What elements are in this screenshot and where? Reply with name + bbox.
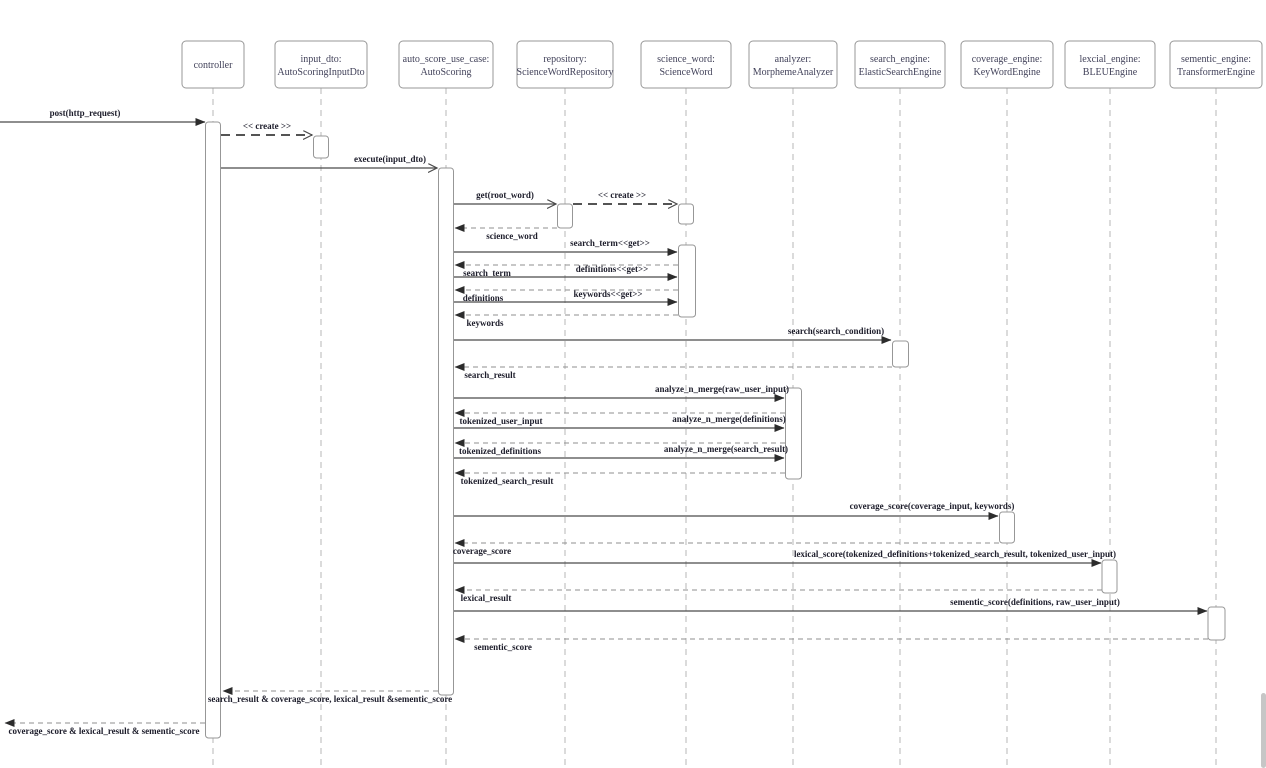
coverage-engine-activation (999, 511, 1015, 544)
participant-label-line: controller (194, 60, 234, 71)
msg-definitions-get-label: definitions<<get>> (576, 264, 649, 274)
participant-label-line: sementic_engine: (1181, 54, 1251, 65)
msg-execute-input-dto-label: execute(input_dto) (354, 154, 426, 164)
msg-return-lexical-result-label: lexical_result (461, 593, 512, 603)
participant-label-line: science_word: (657, 54, 715, 65)
sementic-engine-activation (1207, 606, 1226, 641)
participant-label-repository: repository: ScienceWordRepository (517, 54, 614, 78)
msg-post-http-request-label: post(http_request) (50, 108, 121, 118)
msg-return-all-scores-label: search_result & coverage_score, lexical_… (208, 694, 452, 704)
msg-create-science-word-label: << create >> (598, 190, 646, 200)
msg-create-input-dto-label: << create >> (243, 121, 291, 131)
participant-box-lexcial-engine (1064, 40, 1156, 89)
participant-box-coverage-engine (960, 40, 1054, 89)
messages-layer: post(http_request) << create >> execute(in… (0, 108, 1208, 736)
participant-label-line: AutoScoring (420, 67, 471, 78)
science-word-get-activation (678, 244, 696, 318)
participant-box-analyzer (748, 40, 838, 89)
msg-return-definitions-label: definitions (463, 293, 504, 303)
participant-label-sementic-engine: sementic_engine: TransformerEngine (1177, 54, 1256, 78)
participant-label-line: ElasticSearchEngine (859, 67, 942, 78)
msg-analyze-raw-user-input-label: analyze_n_merge(raw_user_input) (655, 384, 789, 394)
vertical-scrollbar-thumb[interactable] (1261, 693, 1266, 768)
science-word-create-activation (678, 203, 694, 225)
participant-label-science-word: science_word: ScienceWord (657, 54, 715, 78)
participant-label-analyzer: analyzer: MorphemeAnalyzer (753, 54, 834, 78)
msg-return-keywords-label: keywords (466, 318, 503, 328)
participant-box-sementic-engine (1169, 40, 1263, 89)
participant-label-line: AutoScoringInputDto (277, 67, 364, 78)
participant-label-line: lexcial_engine: (1079, 54, 1140, 65)
participant-label-line: MorphemeAnalyzer (753, 67, 834, 78)
repository-activation (557, 203, 573, 229)
search-engine-activation (892, 340, 909, 368)
msg-analyze-definitions-label: analyze_n_merge(definitions) (672, 414, 785, 424)
msg-coverage-score-call-label: coverage_score(coverage_input, keywords) (850, 501, 1015, 511)
analyzer-activation (785, 387, 802, 480)
activations-layer (205, 121, 1226, 739)
lifelines-layer (212, 88, 1217, 768)
msg-return-search-term-label: search_term (463, 268, 511, 278)
participant-label-line: repository: (543, 54, 586, 65)
msg-keywords-get-label: keywords<<get>> (573, 289, 642, 299)
input-dto-activation (313, 135, 329, 159)
participant-label-line: BLEUEngine (1083, 67, 1138, 78)
participant-box-science-word (640, 40, 732, 89)
auto-score-activation (438, 167, 454, 696)
msg-return-tokenized-user-input-label: tokenized_user_input (459, 416, 542, 426)
msg-lexical-score-call-label: lexical_score(tokenized_definitions+toke… (794, 549, 1116, 559)
vertical-scrollbar-track[interactable] (1260, 0, 1266, 768)
controller-activation (205, 121, 221, 739)
participant-box-controller (181, 40, 245, 89)
msg-get-root-word-label: get(root_word) (476, 190, 534, 200)
participant-label-coverage-engine: coverage_engine: KeyWordEngine (972, 54, 1043, 78)
participant-label-line: KeyWordEngine (974, 67, 1042, 78)
participant-label-line: coverage_engine: (972, 54, 1043, 65)
msg-search-term-get-label: search_term<<get>> (570, 238, 650, 248)
participants-layer: controller input_dto: AutoScoringInputDto a… (181, 40, 1263, 89)
participant-label-line: ScienceWord (659, 67, 712, 78)
participant-box-auto-score-use-case (398, 40, 494, 89)
lexcial-engine-activation (1101, 559, 1118, 594)
participant-label-line: input_dto: (300, 54, 341, 65)
msg-search-label: search(search_condition) (788, 326, 884, 336)
msg-sementic-score-call-label: sementic_score(definitions, raw_user_inp… (950, 597, 1120, 607)
msg-analyze-search-result-label: analyze_n_merge(search_result) (664, 444, 788, 454)
participant-label-line: ScienceWordRepository (517, 67, 614, 78)
participant-label-auto-score-use-case: auto_score_use_case: AutoScoring (403, 54, 490, 78)
participant-label-line: TransformerEngine (1177, 67, 1256, 78)
participant-label-line: auto_score_use_case: (403, 54, 490, 65)
participant-label-line: search_engine: (870, 54, 930, 65)
participant-label-input-dto: input_dto: AutoScoringInputDto (277, 54, 364, 78)
participant-label-line: analyzer: (775, 54, 812, 65)
participant-box-input-dto (274, 40, 368, 89)
msg-return-science-word-label: science_word (486, 231, 538, 241)
msg-return-sementic-score-label: sementic_score (474, 642, 532, 652)
msg-return-search-result-label: search_result (464, 370, 515, 380)
msg-return-final-scores-label: coverage_score & lexical_result & sement… (9, 726, 200, 736)
participant-box-repository (516, 40, 614, 89)
msg-return-tokenized-search-result-label: tokenized_search_result (461, 476, 554, 486)
participant-label-search-engine: search_engine: ElasticSearchEngine (859, 54, 942, 78)
msg-return-coverage-score-label: coverage_score (453, 546, 511, 556)
msg-return-tokenized-definitions-label: tokenized_definitions (459, 446, 542, 456)
participant-label-controller: controller (194, 60, 234, 71)
participant-box-search-engine (854, 40, 946, 89)
participant-label-lexcial-engine: lexcial_engine: BLEUEngine (1079, 54, 1140, 78)
